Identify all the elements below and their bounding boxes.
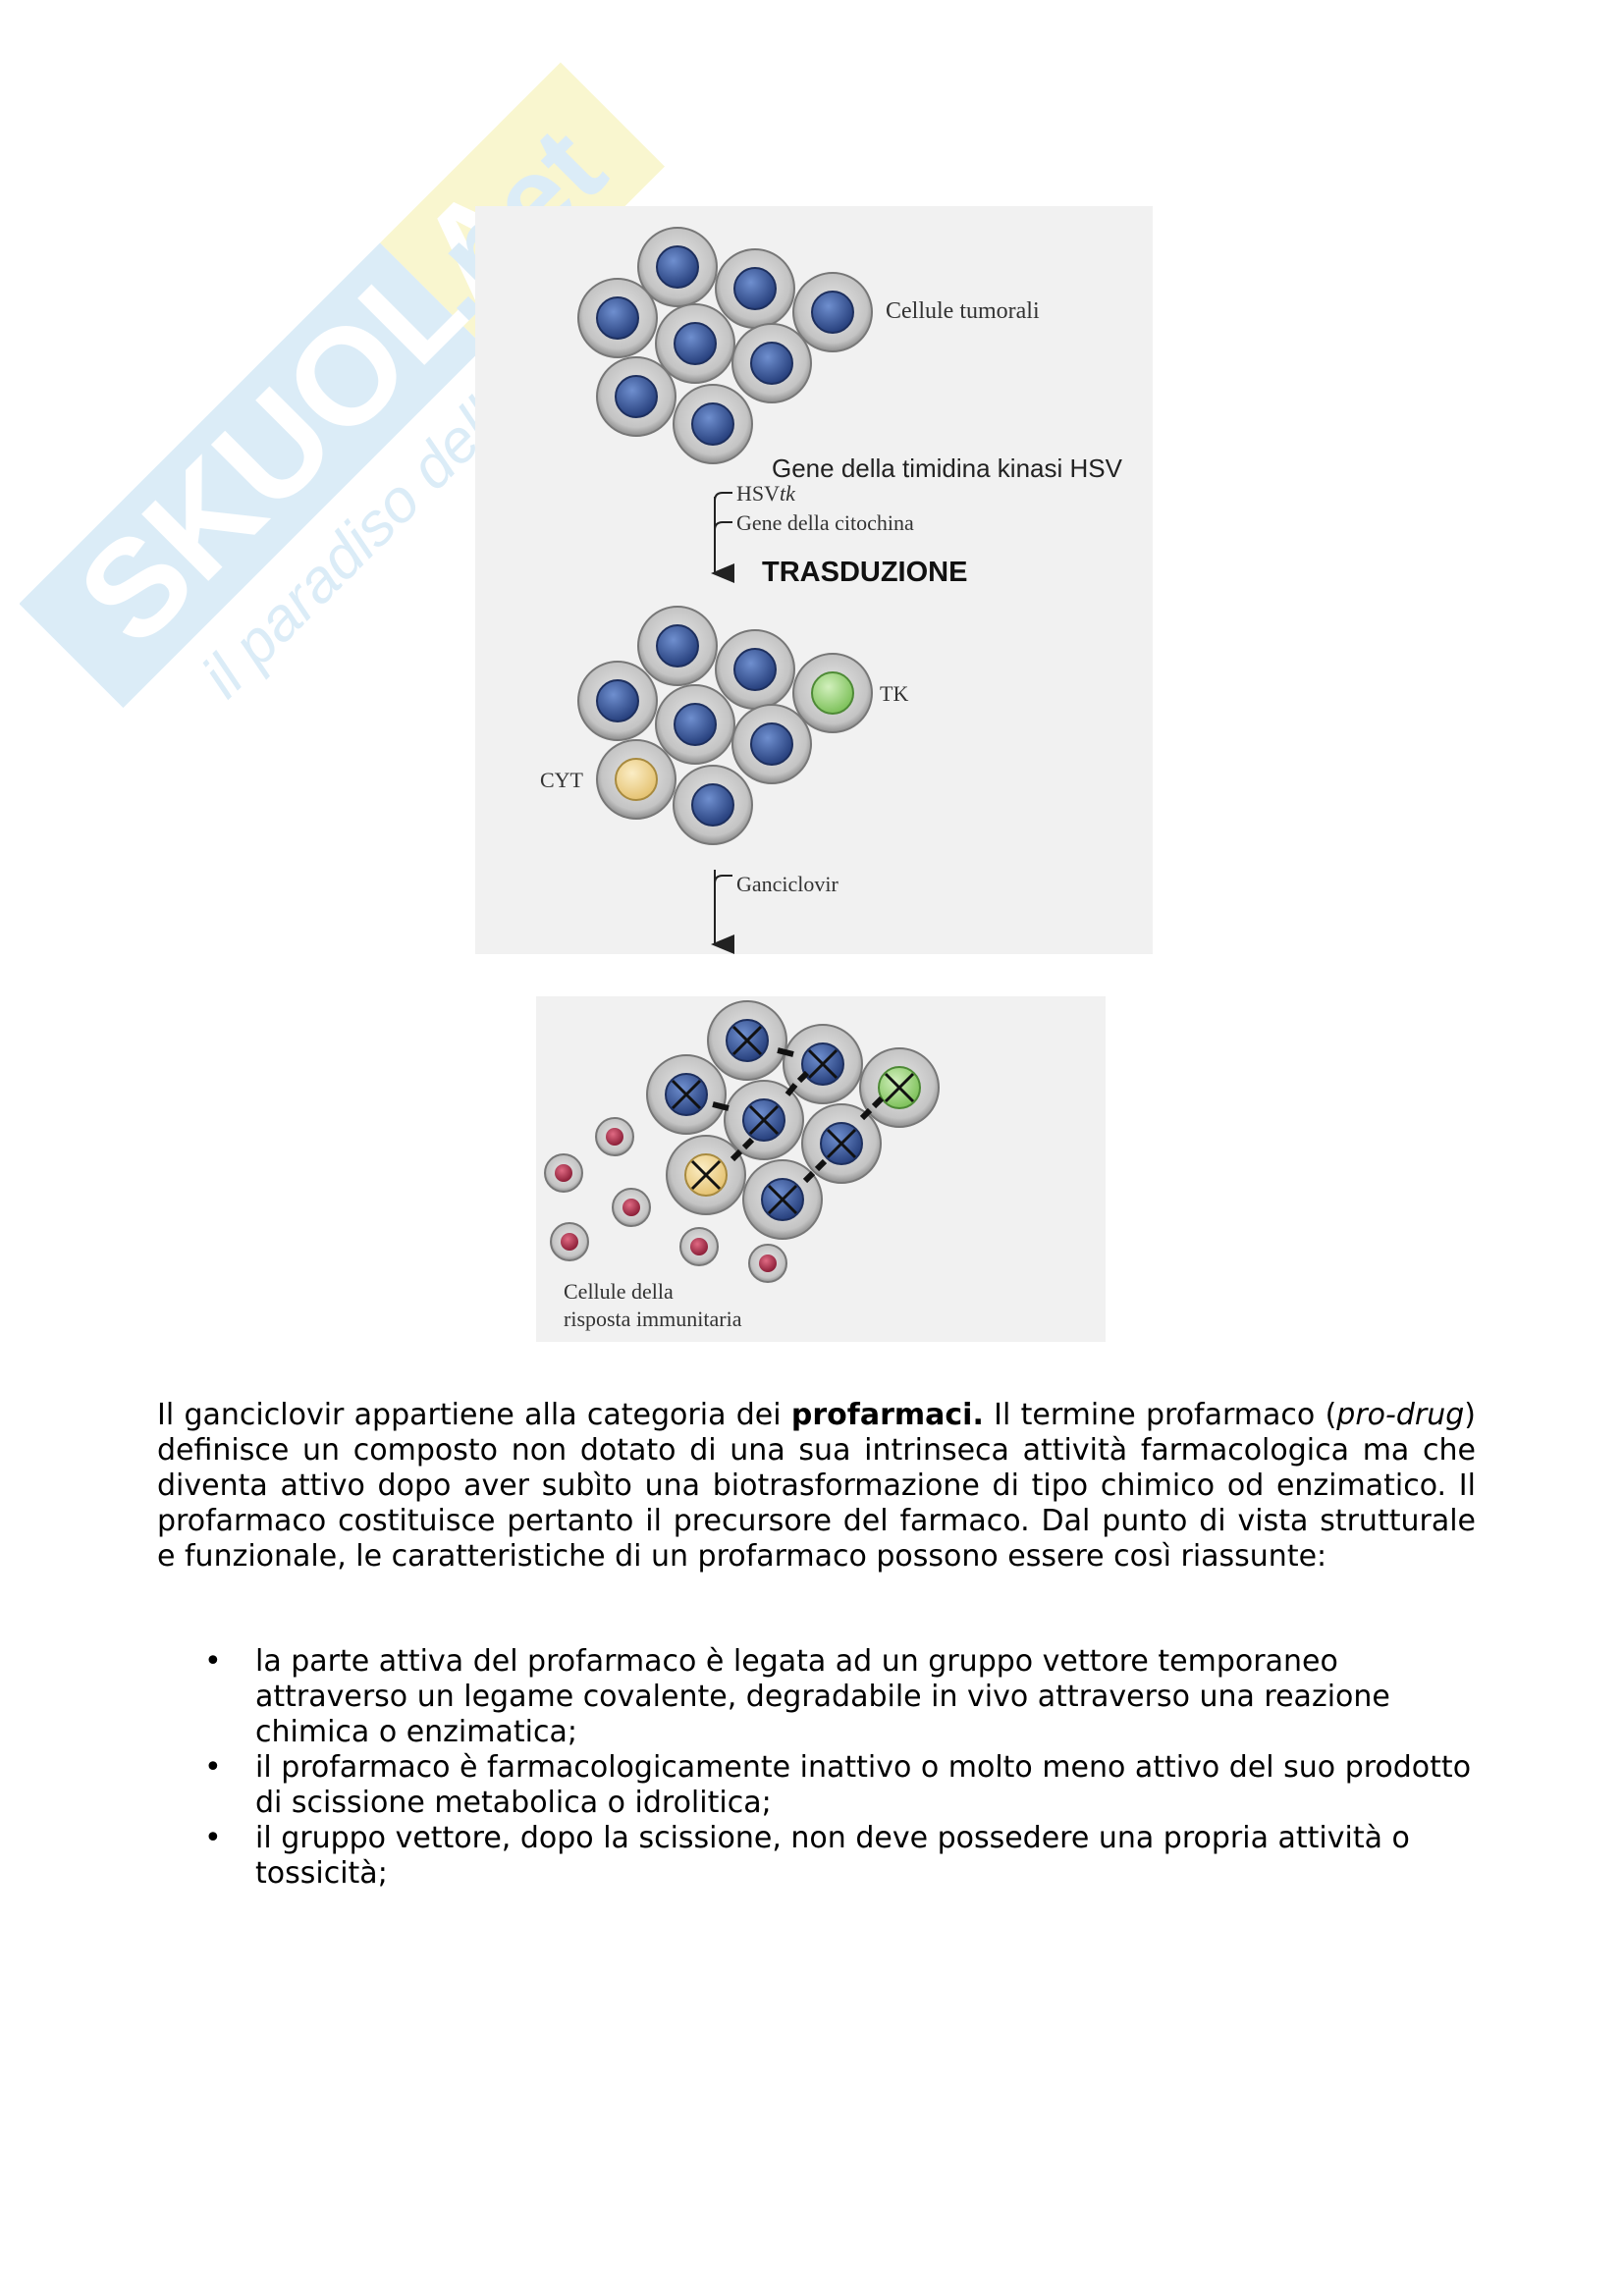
- label-cytokine-gene: Gene della citochina: [736, 510, 914, 535]
- killed-tumor-cell: [647, 1055, 726, 1134]
- tumor-cell: [732, 324, 811, 402]
- immune-cell: [680, 1228, 718, 1265]
- paragraph-italic-term: pro-drug: [1336, 1398, 1464, 1432]
- tumor-cell: [732, 705, 811, 783]
- list-item: • il gruppo vettore, dopo la scissione, n…: [157, 1821, 1476, 1892]
- list-item-text: la parte attiva del profarmaco è legata …: [255, 1644, 1390, 1749]
- killed-tumor-cell: [784, 1025, 862, 1103]
- tumor-cell: [578, 662, 657, 740]
- figure-bystander-effect: Cellule della risposta immunitaria: [536, 996, 1106, 1342]
- killed-cyt-cell: [667, 1136, 745, 1214]
- tumor-cell-cluster: [578, 228, 872, 463]
- immune-cell: [545, 1154, 582, 1192]
- list-item: • la parte attiva del profarmaco è legata…: [157, 1644, 1476, 1750]
- list-item-text: il gruppo vettore, dopo la scissione, no…: [255, 1821, 1410, 1891]
- label-tk: TK: [880, 681, 908, 706]
- paragraph-bold-term: profarmaci.: [791, 1398, 984, 1432]
- tumor-cell: [578, 279, 657, 357]
- immune-cell: [551, 1223, 588, 1260]
- tumor-cell: [656, 304, 734, 383]
- label-tumor-cells: Cellule tumorali: [886, 298, 1040, 324]
- figure-transduction: Cellule tumorali Gene della timidina kin…: [475, 206, 1153, 954]
- label-transduction: TRASDUZIONE: [762, 557, 967, 588]
- list-item: • il profarmaco è farmacologicamente inat…: [157, 1750, 1476, 1821]
- paragraph-part1: Il ganciclovir appartiene alla categoria…: [157, 1398, 791, 1432]
- label-hsvtk: HSVtk: [736, 481, 796, 506]
- label-gene-hsv: Gene della timidina kinasi HSV: [772, 454, 1123, 483]
- paragraph-part2: Il termine profarmaco (: [984, 1398, 1336, 1432]
- immune-cell: [596, 1118, 633, 1155]
- tumor-cell: [597, 357, 676, 436]
- label-cyt: CYT: [540, 768, 584, 792]
- tumor-cell: [674, 766, 752, 844]
- bullet-marker: •: [204, 1821, 222, 1856]
- label-immune-line2: risposta immunitaria: [564, 1307, 742, 1331]
- tk-cell: [793, 654, 872, 732]
- label-ganciclovir: Ganciclovir: [736, 872, 839, 896]
- killed-tumor-cell: [802, 1104, 881, 1183]
- immune-cell: [749, 1245, 786, 1282]
- list-item-text: il profarmaco è farmacologicamente inatt…: [255, 1750, 1471, 1820]
- body-paragraph: Il ganciclovir appartiene alla categoria…: [157, 1398, 1476, 1575]
- transduced-cell-cluster: [578, 607, 872, 844]
- cyt-cell: [597, 740, 676, 819]
- tumor-cell: [716, 249, 794, 328]
- killed-tk-cell: [860, 1048, 939, 1127]
- killed-cell-cluster: [647, 1001, 939, 1239]
- tumor-cell: [716, 630, 794, 709]
- bullet-marker: •: [204, 1644, 222, 1680]
- tumor-cell: [638, 607, 717, 685]
- tumor-cell: [656, 685, 734, 764]
- killed-tumor-cell: [708, 1001, 786, 1080]
- tumor-cell: [793, 273, 872, 351]
- tumor-cell: [674, 385, 752, 463]
- bullet-marker: •: [204, 1750, 222, 1786]
- immune-cell: [613, 1189, 650, 1226]
- label-immune-line1: Cellule della: [564, 1279, 674, 1304]
- prodrug-features-list: • la parte attiva del profarmaco è legata…: [157, 1644, 1476, 1892]
